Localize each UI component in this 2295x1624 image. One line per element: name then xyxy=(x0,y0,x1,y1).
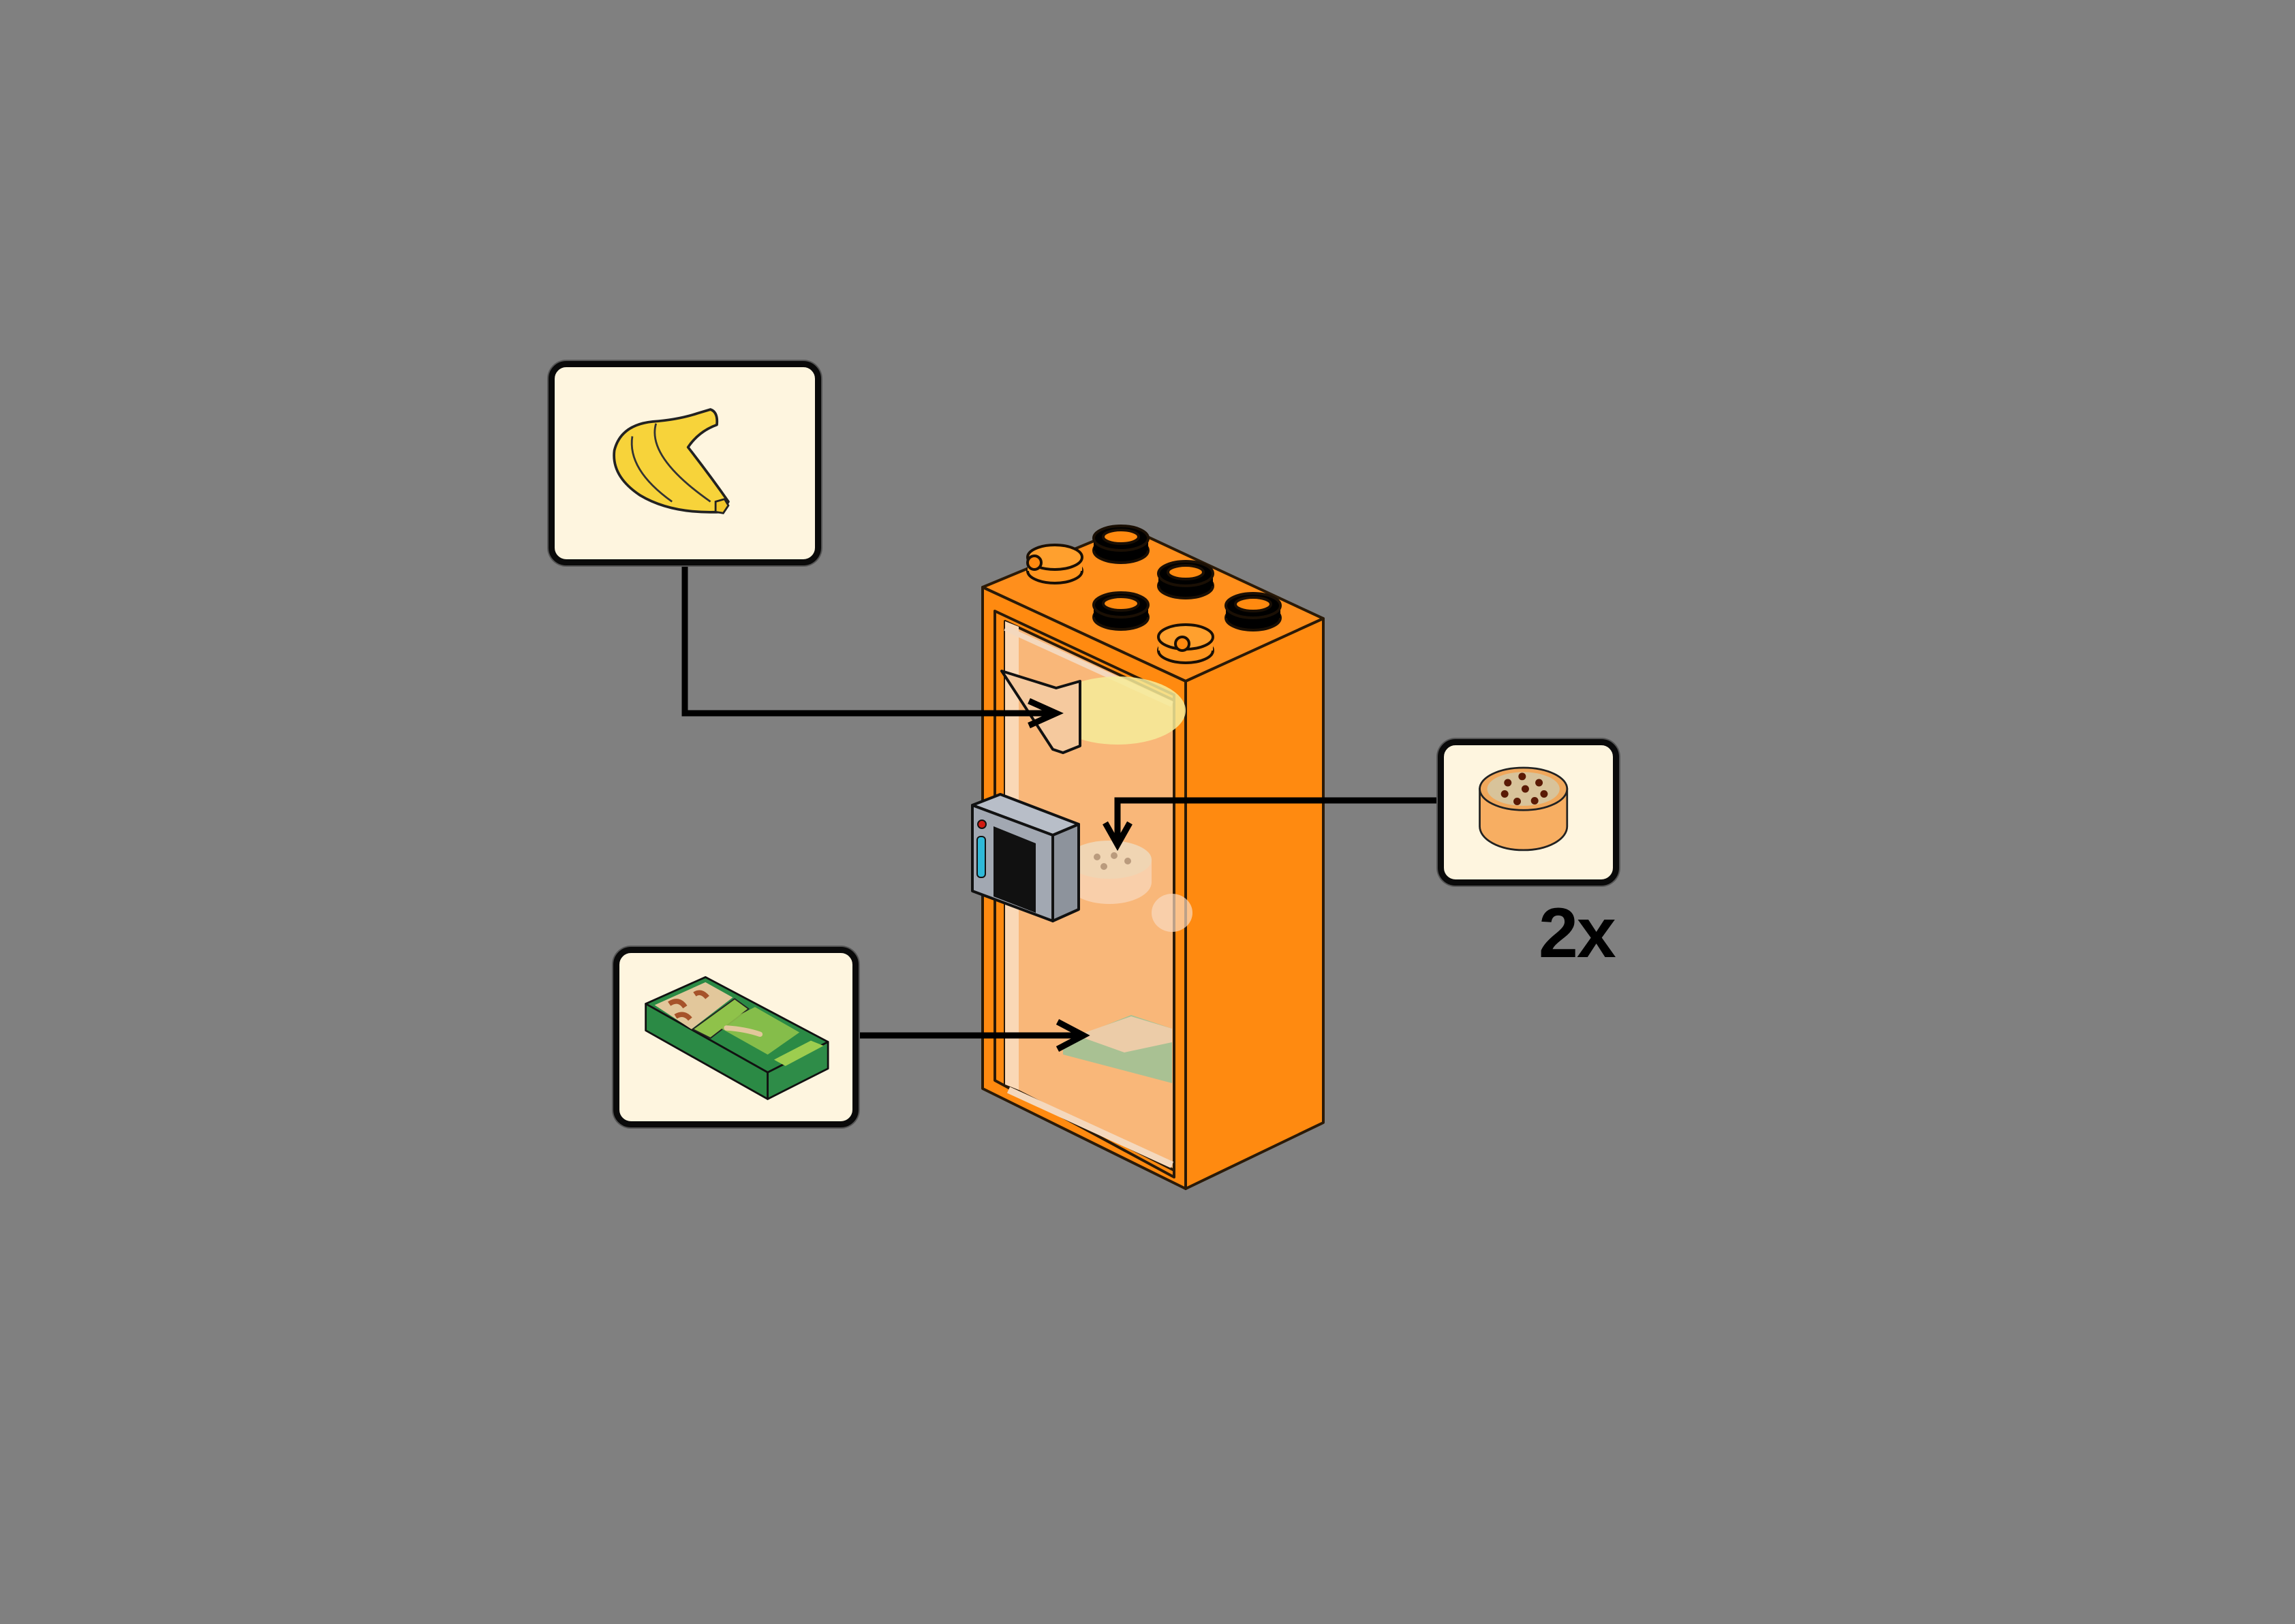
stud-hollow-3 xyxy=(1092,591,1150,631)
studs xyxy=(1026,525,1282,664)
stud-hollow-4 xyxy=(1224,592,1282,631)
cookie-leader-line xyxy=(1114,797,1438,843)
quantity-label: 2x xyxy=(1539,894,1616,973)
stud-hollow-2 xyxy=(1157,560,1214,599)
stud-hollow-1 xyxy=(1092,525,1150,564)
callout-granola-bar xyxy=(613,947,859,1127)
banana-icon xyxy=(613,408,730,514)
cookie-ghost xyxy=(1067,841,1192,932)
granola-ghost xyxy=(1063,1015,1172,1083)
cookie-tile-icon xyxy=(1479,766,1569,852)
callout-banana xyxy=(549,361,821,565)
hinge-stud-1 xyxy=(1026,544,1083,584)
hinge-stud-2 xyxy=(1157,623,1214,664)
banana-arrowhead xyxy=(1028,698,1064,729)
keypad xyxy=(971,670,1081,922)
callout-cookie xyxy=(1438,739,1619,886)
banana-ghost xyxy=(1049,676,1186,745)
granola-bar-icon xyxy=(645,976,829,1100)
banana-leader-line xyxy=(681,565,1051,717)
granola-arrowhead xyxy=(1056,1019,1090,1052)
cookie-arrowhead xyxy=(1103,821,1133,852)
